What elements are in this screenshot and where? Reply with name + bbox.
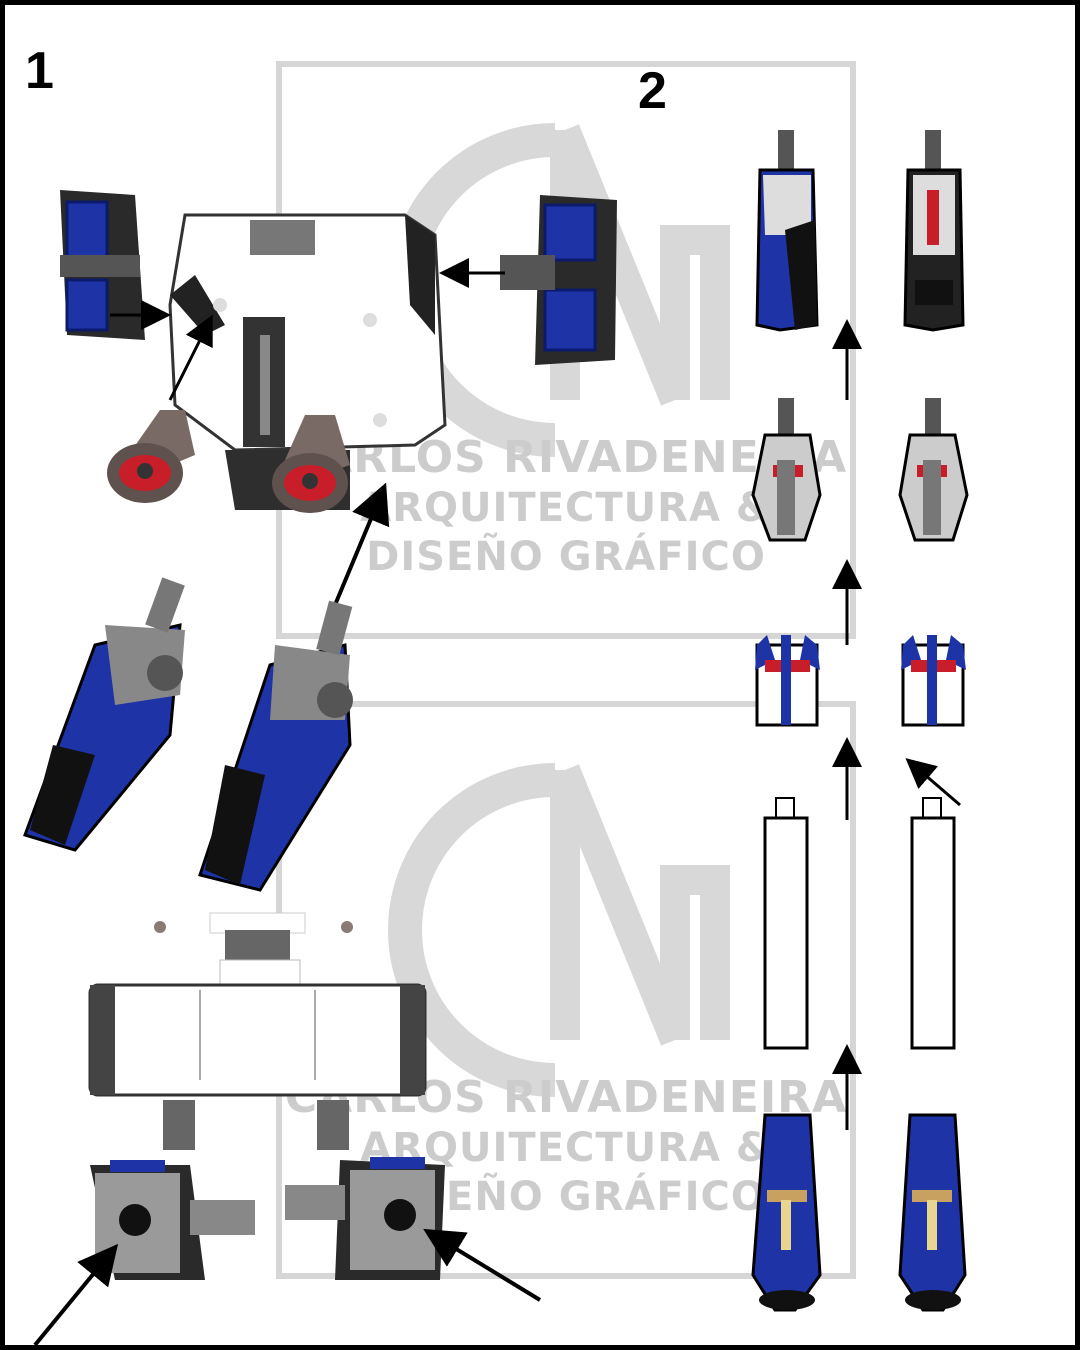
arrow-step2-5 xyxy=(905,758,961,807)
leg-part-b-bottom xyxy=(898,1113,967,1312)
leg-part-a-mid xyxy=(751,398,822,542)
leg-part-a-small xyxy=(755,635,820,727)
step-2-label: 2 xyxy=(638,62,667,120)
leg-part-b-top xyxy=(903,130,965,332)
thruster-left xyxy=(107,410,195,503)
leg-part-b-small xyxy=(901,635,966,727)
watermark-line-3: DISEÑO GRÁFICO xyxy=(366,534,766,580)
leg-part-a-top xyxy=(755,130,819,332)
front-skirt-left xyxy=(23,577,185,852)
right-side-armor xyxy=(500,195,617,365)
waist-bottom-assembly xyxy=(88,912,427,1150)
arrow-thruster xyxy=(168,314,213,401)
left-side-armor xyxy=(60,190,145,340)
hip-joint-left xyxy=(90,1160,255,1280)
waist-block xyxy=(168,213,447,510)
watermark-line-2b: ARQUITECTURA & xyxy=(360,1125,772,1171)
leg-part-b-mid xyxy=(898,398,969,542)
arrow-front-skirt xyxy=(333,482,390,606)
leg-part-a-bottom xyxy=(751,1113,822,1312)
arrow-hip-right xyxy=(423,1228,542,1302)
arrow-hip-left xyxy=(33,1243,119,1345)
step-1-label: 1 xyxy=(25,42,54,100)
watermark-line-2: ARQUITECTURA & xyxy=(360,485,772,531)
front-skirt-right xyxy=(198,600,353,892)
assembly-diagram xyxy=(23,130,969,1345)
thruster-right xyxy=(272,415,350,513)
leg-tube-b xyxy=(910,797,956,1050)
leg-tube-a xyxy=(763,797,809,1050)
hip-joint-right xyxy=(285,1157,445,1280)
